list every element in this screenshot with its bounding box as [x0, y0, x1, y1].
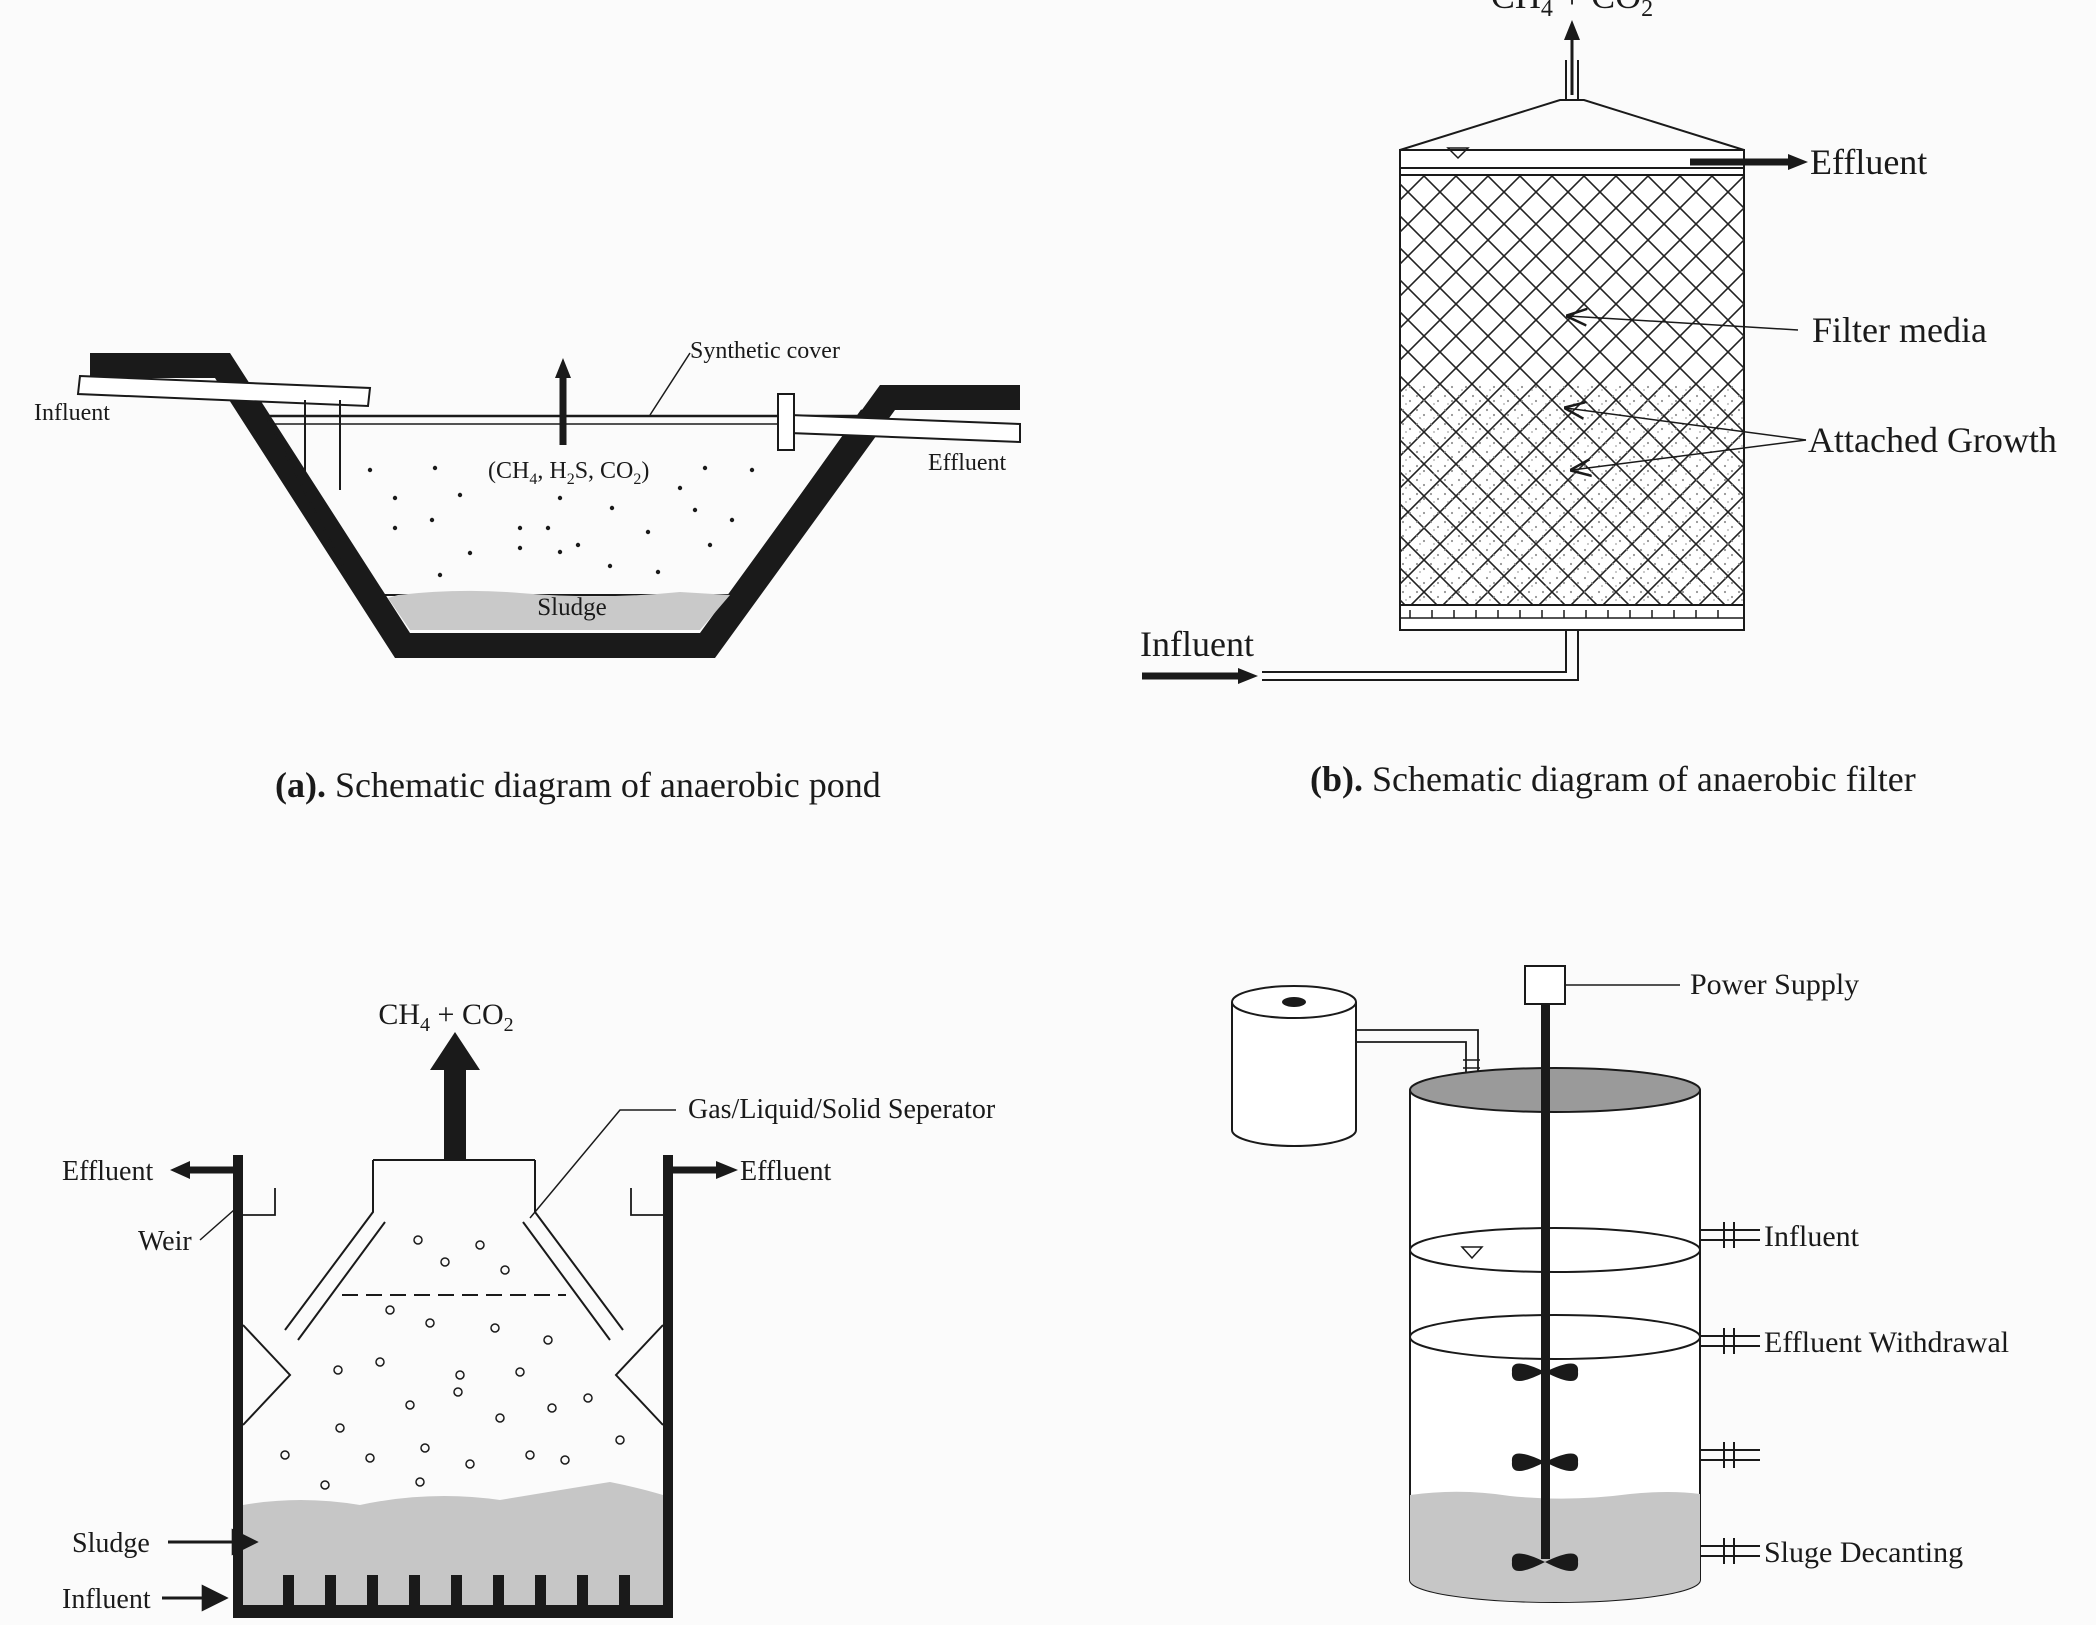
pond-influent-pipe — [76, 374, 372, 408]
attached-growth — [1400, 385, 1744, 605]
pond-effluent-pipe — [789, 413, 1021, 444]
power-supply-label: Power Supply — [1690, 968, 1859, 1001]
mixer-impellers — [1511, 1363, 1579, 1571]
pond-sludge-label: Sludge — [537, 594, 606, 621]
mixer-shaft — [1541, 1004, 1550, 1559]
sbr-level-1 — [1409, 1227, 1701, 1273]
attached-growth-leader-1 — [1566, 408, 1807, 441]
synthetic-cover-leader — [649, 352, 691, 416]
sbr-lid — [1409, 1067, 1701, 1113]
uasb-gas-arrow — [444, 1065, 466, 1160]
panel-c-uasb-reactor: CH4 + CO2 Weir Gas/Liquid/Solid Seperato… — [62, 998, 996, 1618]
sbr-effluent-withdrawal-label: Effluent Withdrawal — [1764, 1326, 2009, 1359]
filter-media-label: Filter media — [1812, 310, 1987, 350]
uasb-weir-label: Weir — [138, 1226, 192, 1257]
uasb-deflector-right — [614, 1324, 664, 1426]
caption-b-tag: (b). — [1310, 759, 1363, 799]
filter-media-leader — [1568, 316, 1799, 331]
sbr-sludge — [1410, 1491, 1700, 1602]
filter-effluent-label: Effluent — [1810, 142, 1927, 182]
uasb-effluent-left-label: Effluent — [62, 1156, 153, 1187]
filter-gas-label: CH4 + CO2 — [1491, 0, 1653, 22]
separator-label: Gas/Liquid/Solid Seperator — [688, 1094, 996, 1125]
uasb-gas-label: CH4 + CO2 — [378, 998, 513, 1036]
sbr-influent-label: Influent — [1764, 1220, 1860, 1253]
attached-growth-label: Attached Growth — [1808, 420, 2057, 460]
sbr-ports — [1700, 1222, 1760, 1564]
sbr-water-level-icon — [1460, 1246, 1484, 1260]
uasb-weir-left — [243, 1188, 276, 1216]
sbr-sludge-decanting-label: Sluge Decanting — [1764, 1536, 1963, 1569]
caption-a-tag: (a). — [275, 765, 326, 805]
uasb-bubbles — [280, 1235, 625, 1490]
uasb-effluent-right-label: Effluent — [740, 1156, 831, 1187]
caption-a: (a). Schematic diagram of anaerobic pond — [275, 764, 881, 806]
synthetic-cover-label: Synthetic cover — [690, 338, 840, 364]
pond-effluent-label: Effluent — [928, 450, 1007, 476]
water-level-icon — [1446, 147, 1470, 160]
uasb-sludge — [243, 1482, 663, 1605]
uasb-inlet-distributor — [283, 1575, 630, 1605]
power-supply-box — [1524, 965, 1566, 1005]
filter-gas-arrow — [1564, 20, 1580, 40]
uasb-deflector-left — [242, 1324, 292, 1426]
caption-b: (b). Schematic diagram of anaerobic filt… — [1310, 758, 1916, 800]
pond-influent-label: Influent — [34, 400, 110, 426]
filter-influent-label: Influent — [1140, 624, 1254, 664]
panel-a-anaerobic-pond: Sludge Synthetic cover Influent Effluent… — [34, 338, 1021, 658]
pond-gas-label: (CH4, H2S, CO2) — [488, 458, 649, 488]
filter-hood — [1399, 99, 1745, 151]
pond-sludge — [388, 590, 730, 630]
uasb-gas-hood — [284, 1159, 624, 1331]
panel-d-sbr-reactor: Power Supply Influent Effluent Withdrawa… — [1231, 965, 2009, 1603]
panel-b-anaerobic-filter: CH4 + CO2 Effluent Filter media Attached… — [1140, 0, 2057, 684]
feed-tank — [1231, 1002, 1357, 1147]
uasb-influent-label: Influent — [62, 1584, 151, 1615]
caption-b-text: Schematic diagram of anaerobic filter — [1363, 759, 1916, 799]
separator-leader — [529, 1109, 676, 1219]
uasb-weir-right — [630, 1188, 663, 1216]
pond-particles — [367, 465, 755, 578]
caption-a-text: Schematic diagram of anaerobic pond — [325, 765, 881, 805]
attached-growth-leader-2 — [1572, 439, 1807, 470]
uasb-sludge-label: Sludge — [72, 1528, 150, 1559]
